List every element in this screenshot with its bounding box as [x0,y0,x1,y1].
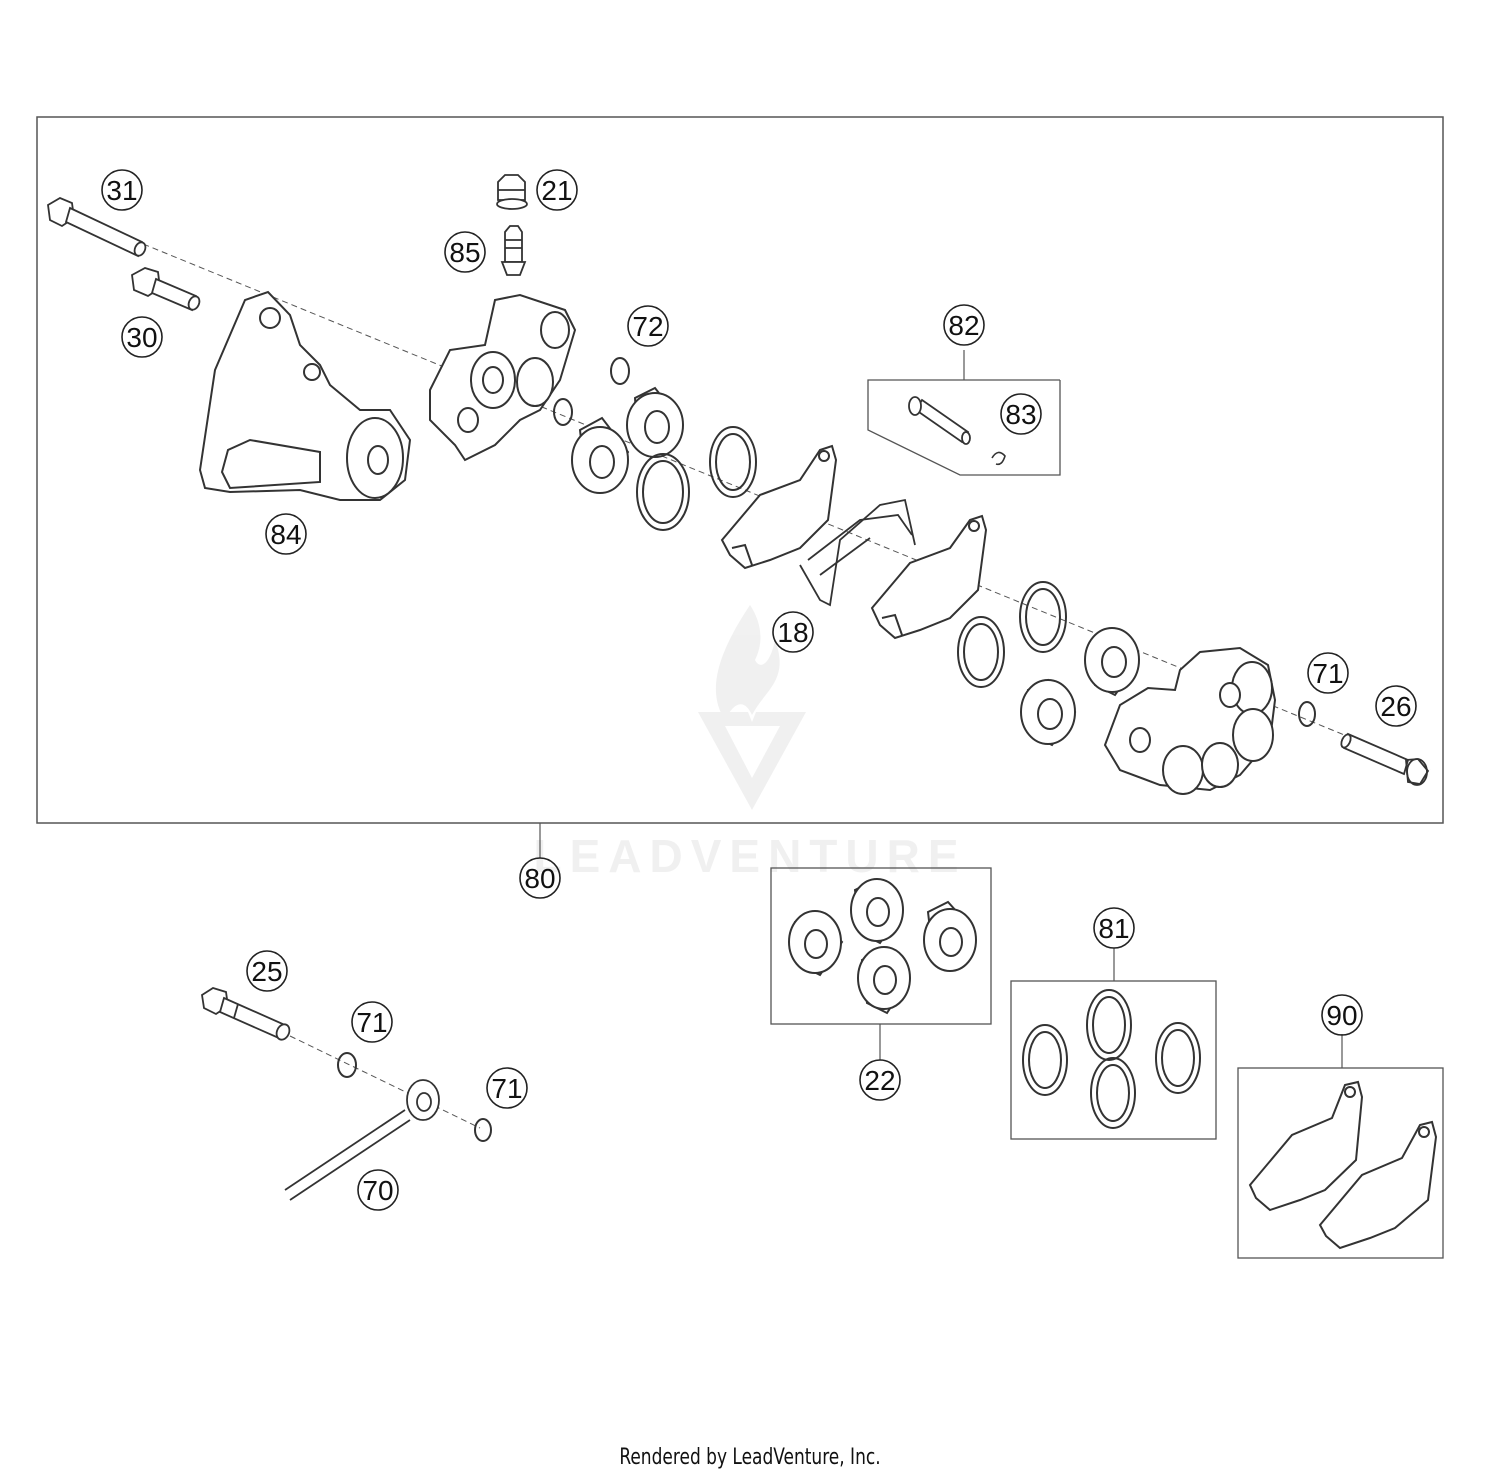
svg-text:85: 85 [449,237,480,268]
brake-hose-70 [284,1079,440,1201]
callout-82: 82 [943,304,985,346]
bleed-nipple-85 [500,225,527,276]
callout-70: 70 [357,1169,399,1211]
svg-text:81: 81 [1098,913,1129,944]
bolt-31 [47,196,147,258]
svg-text:83: 83 [1005,399,1036,430]
o-ring-71-lower [474,1118,492,1142]
caliper-half-left [429,293,577,462]
piston-kit-22 [788,878,977,1015]
bolt-26 [1340,732,1430,786]
callout-72: 72 [627,305,669,347]
callout-71-upper: 71 [1307,652,1349,694]
o-ring-72b [553,398,573,426]
callout-85: 85 [444,231,486,273]
callout-90: 90 [1321,994,1363,1036]
callout-81: 81 [1093,907,1135,949]
svg-text:25: 25 [251,956,282,987]
svg-text:30: 30 [126,322,157,353]
svg-text:18: 18 [777,617,808,648]
pad-kit-90 [1248,1080,1438,1250]
callout-71-middle: 71 [351,1001,393,1043]
o-ring-71-middle [337,1052,357,1078]
assembly-frame-80 [36,116,1444,824]
callout-26: 26 [1375,685,1417,727]
banjo-bolt-25 [201,987,291,1041]
seals-lower [957,581,1067,688]
piston-set-upper [571,386,684,494]
seal-kit-81 [1022,989,1201,1129]
svg-text:72: 72 [632,311,663,342]
svg-text:82: 82 [948,310,979,341]
piston-set-lower [1020,627,1140,747]
bleed-cap-21 [496,174,528,210]
svg-text:31: 31 [106,175,137,206]
svg-text:80: 80 [524,863,555,894]
pad-spring-18 [799,498,916,607]
watermark-text: LEADVENTURE [533,830,966,882]
callout-71-lower: 71 [486,1067,528,1109]
svg-text:71: 71 [1312,658,1343,689]
svg-text:21: 21 [541,175,572,206]
o-ring-71-upper [1298,701,1316,727]
watermark-logo: LEADVENTURE [533,605,966,882]
svg-text:84: 84 [270,519,301,550]
callout-80: 80 [519,857,561,899]
callout-31: 31 [101,169,143,211]
clip-83 [991,451,1006,466]
callout-30: 30 [121,316,163,358]
callout-83: 83 [1000,393,1042,435]
svg-text:90: 90 [1326,1000,1357,1031]
svg-text:71: 71 [491,1073,522,1104]
callout-21: 21 [536,169,578,211]
bolt-30 [131,267,201,312]
piston-kit-frame-22 [770,867,992,1025]
brake-pad-lower [870,514,988,640]
callout-84: 84 [265,513,307,555]
seals-upper [636,426,757,531]
callout-25: 25 [246,950,288,992]
callout-18: 18 [772,611,814,653]
svg-text:71: 71 [356,1007,387,1038]
callout-22: 22 [859,1059,901,1101]
o-ring-72a [610,357,630,385]
svg-text:26: 26 [1380,691,1411,722]
caliper-bracket-84 [198,290,412,501]
pin-kit-frame-82 [867,379,1061,476]
footer-credit: Rendered by LeadVenture, Inc. [619,1445,881,1470]
caliper-half-right [1103,646,1277,795]
svg-text:22: 22 [864,1065,895,1096]
brake-pad-upper [720,444,838,570]
pad-kit-frame-90 [1237,1067,1444,1259]
svg-text:70: 70 [362,1175,393,1206]
pin-82 [908,396,971,445]
